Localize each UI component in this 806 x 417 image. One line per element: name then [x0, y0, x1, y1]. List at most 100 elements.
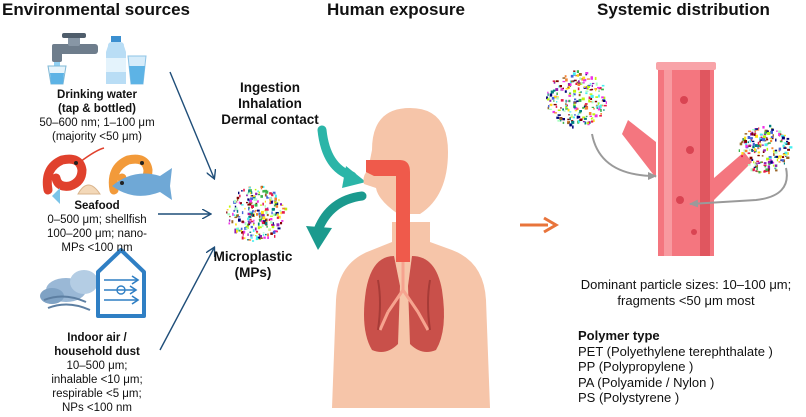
- particle: [267, 236, 269, 239]
- particle: [787, 142, 790, 145]
- particle: [553, 81, 556, 84]
- particle: [254, 227, 257, 231]
- particle: [781, 134, 785, 138]
- particle: [584, 78, 587, 82]
- particle: [601, 96, 604, 99]
- particle: [749, 139, 751, 143]
- particle: [270, 221, 273, 224]
- particle: [258, 233, 261, 236]
- particle: [248, 223, 251, 226]
- particle: [245, 227, 248, 230]
- particle: [759, 138, 763, 141]
- particle: [577, 113, 580, 115]
- particle: [760, 161, 762, 164]
- particle: [241, 204, 244, 206]
- particle: [238, 201, 241, 204]
- particle: [594, 100, 598, 103]
- particle: [241, 190, 243, 192]
- blood-vessel-illustration: [622, 62, 752, 256]
- particle: [262, 202, 264, 206]
- source-drinking-water: Drinking water (tap & bottled) 50–600 nm…: [32, 88, 162, 144]
- particle: [758, 171, 761, 174]
- particle: [244, 227, 247, 230]
- particle: [562, 118, 565, 121]
- particle: [232, 212, 234, 216]
- particle: [578, 82, 581, 85]
- particle: [578, 80, 580, 83]
- particle: [761, 155, 764, 157]
- particle: [760, 161, 763, 163]
- particle: [261, 210, 264, 214]
- particle: [553, 95, 557, 99]
- particle: [599, 105, 602, 109]
- particle: [759, 141, 761, 143]
- particle: [577, 87, 580, 91]
- particle: [252, 223, 255, 226]
- particle: [775, 155, 779, 158]
- particle: [249, 201, 253, 204]
- particle: [779, 140, 783, 143]
- particle: [781, 159, 784, 162]
- particle: [779, 133, 782, 136]
- microplastic-particles-vessel-left: [546, 70, 607, 129]
- particle: [572, 72, 576, 76]
- header-environmental-sources: Environmental sources: [2, 0, 191, 19]
- source-seafood: Seafood 0–500 μm; shellfish 100–200 μm; …: [32, 199, 162, 255]
- particle: [241, 220, 244, 223]
- particle: [565, 103, 567, 106]
- source-detail-line: (majority <50 μm): [51, 131, 143, 143]
- particle: [246, 192, 250, 195]
- particle: [556, 116, 560, 119]
- particle: [754, 163, 757, 166]
- particle: [273, 204, 277, 207]
- particle: [601, 84, 605, 87]
- particle: [591, 106, 595, 108]
- particle: [238, 191, 240, 195]
- particle: [266, 209, 269, 211]
- particle: [254, 203, 258, 207]
- water-bottle-icon: [106, 36, 147, 85]
- particle: [747, 141, 749, 144]
- particle: [768, 163, 771, 165]
- particle: [582, 121, 585, 123]
- particle: [264, 208, 268, 211]
- particle: [776, 130, 778, 132]
- particle: [271, 193, 274, 197]
- particle: [579, 118, 583, 121]
- particle: [774, 164, 778, 167]
- particle: [595, 82, 598, 86]
- particle: [243, 188, 245, 192]
- source-detail-line: respirable <5 μm;: [52, 388, 142, 400]
- particle: [547, 98, 550, 101]
- particle: [556, 97, 559, 100]
- particle: [260, 195, 263, 198]
- particle: [248, 207, 250, 211]
- particle: [601, 88, 604, 91]
- particle: [282, 207, 286, 210]
- particle: [578, 120, 581, 123]
- particle: [250, 225, 253, 229]
- particle: [264, 200, 266, 203]
- microplastic-label-line: Microplastic: [213, 249, 293, 264]
- particle: [774, 167, 776, 170]
- particle: [550, 90, 554, 94]
- particle: [265, 210, 268, 214]
- particle: [551, 97, 555, 100]
- particle: [783, 142, 787, 144]
- particle: [772, 164, 775, 167]
- particle: [755, 144, 758, 147]
- particle: [589, 93, 593, 95]
- particle: [573, 105, 576, 109]
- particle: [253, 234, 255, 236]
- particle: [565, 88, 569, 90]
- particle: [581, 81, 584, 85]
- particle: [568, 86, 571, 89]
- particle: [750, 132, 753, 136]
- source-indoor-air: Indoor air / household dust 10–500 μm; i…: [32, 331, 162, 415]
- particle: [763, 135, 767, 139]
- particle: [257, 193, 261, 196]
- particle: [753, 151, 756, 154]
- particle: [579, 77, 582, 80]
- microplastic-particles-vessel-right: [738, 124, 793, 175]
- particle: [747, 152, 751, 155]
